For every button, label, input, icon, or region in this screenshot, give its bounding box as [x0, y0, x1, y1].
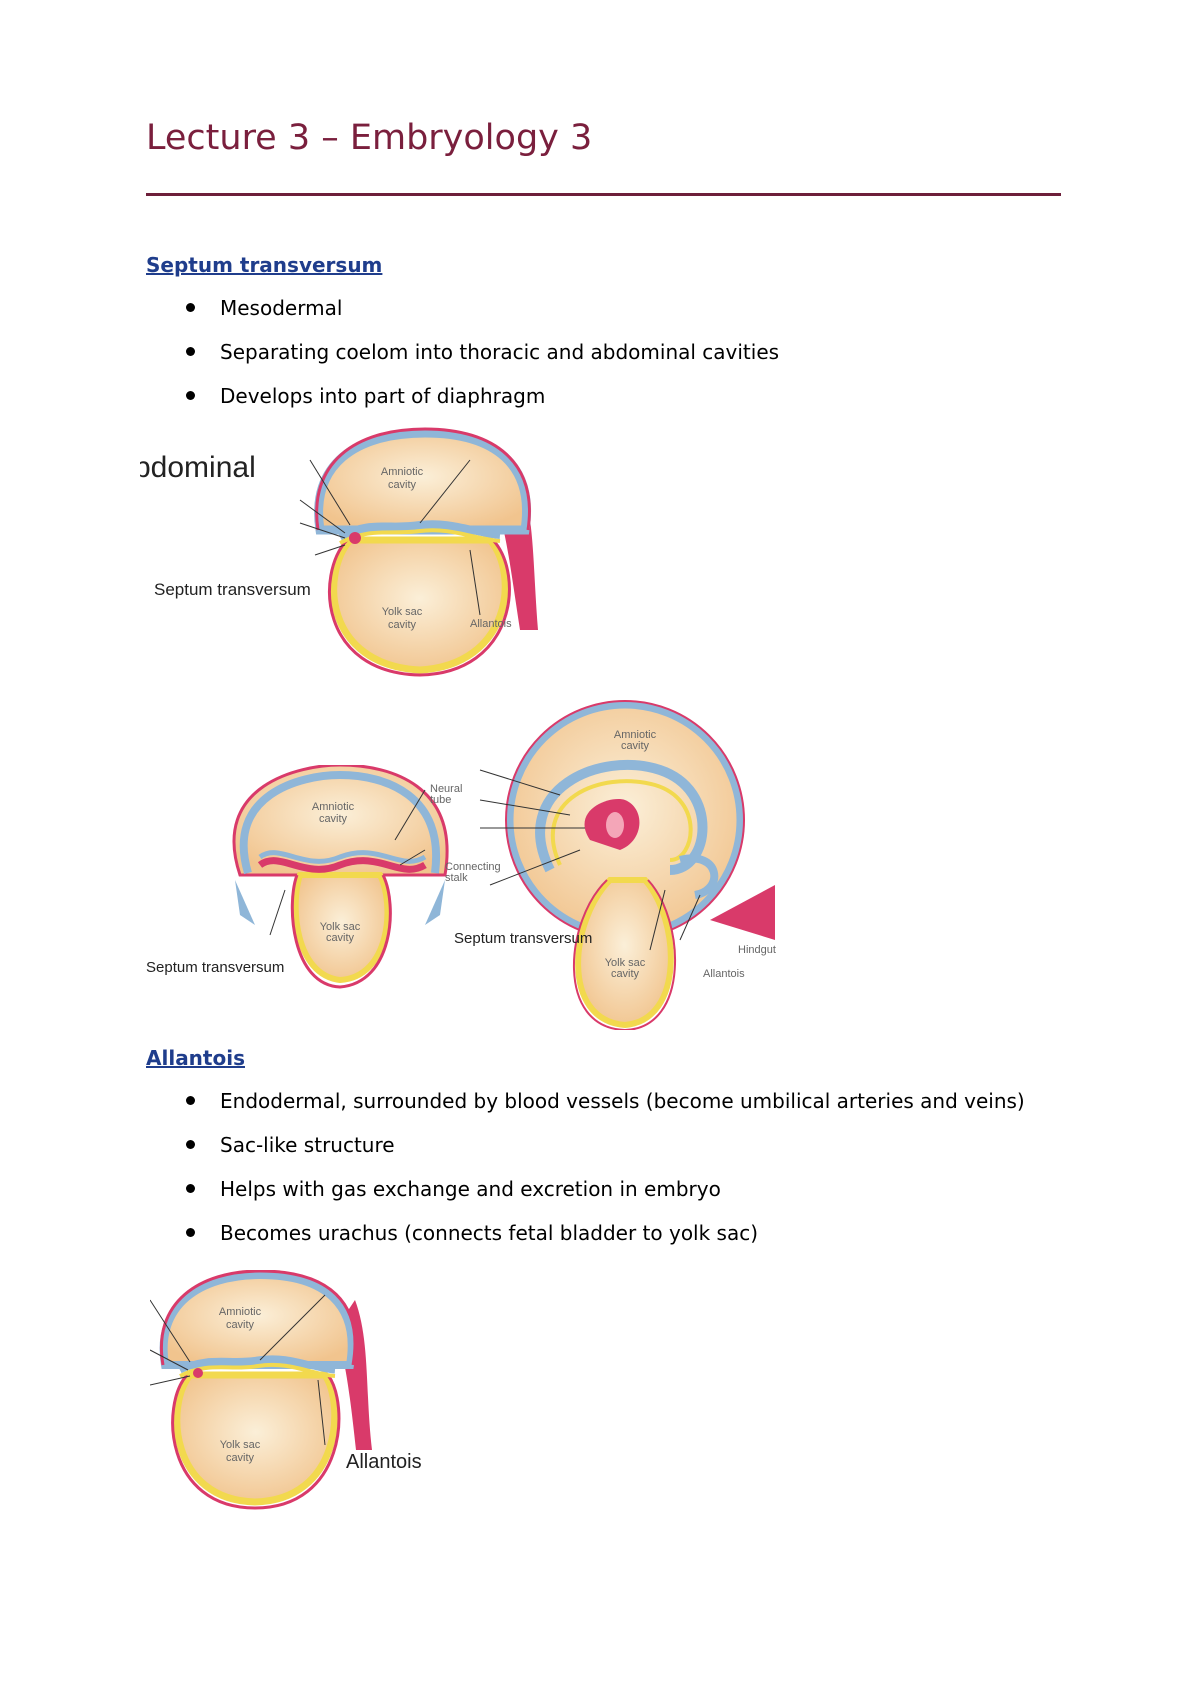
yolk-sac-label-line2: cavity: [326, 932, 355, 944]
allantois-label: Allantois: [346, 1451, 422, 1473]
bullet-icon: [186, 347, 195, 356]
amniotic-cavity-label: Amniotic: [381, 466, 424, 478]
allantois-label: Allantois: [703, 968, 745, 980]
yolk-sac: [292, 872, 391, 984]
connecting-stalk-label: Connecting: [445, 861, 501, 873]
amniotic-cavity-label: Amniotic: [312, 801, 355, 813]
list-item: Sac-like structure: [186, 1134, 1025, 1178]
page-title: Lecture 3 – Embryology 3: [146, 118, 593, 158]
bullet-icon: [186, 1184, 195, 1193]
bullet-icon: [186, 1140, 195, 1149]
arrow-icon: [425, 880, 445, 925]
arrow-icon: [235, 880, 255, 925]
section-heading-allantois: Allantois: [146, 1046, 245, 1070]
amniotic-cavity-label: Amniotic: [219, 1306, 262, 1318]
connecting-stalk-label-line2: stalk: [445, 872, 468, 884]
yolk-sac-label-line2: cavity: [226, 1452, 255, 1464]
yolk-sac-label: Yolk sac: [382, 606, 423, 618]
list-item: Becomes urachus (connects fetal bladder …: [186, 1222, 1025, 1266]
figure-folding-embryo: Amniotic cavity Neural tube Connecting s…: [146, 765, 501, 989]
yolk-sac: [173, 1371, 339, 1506]
amniotic-dome: [314, 428, 531, 535]
septum-transversum-label: Septum transversum: [146, 959, 284, 976]
figure-allantois: Amniotic cavity Yolk sac cavity Allantoi…: [150, 1270, 422, 1510]
figure-later-embryo: Amniotic cavity Septum transversum Hindg…: [454, 700, 776, 1030]
bullet-icon: [186, 391, 195, 400]
list-item: Separating coelom into thoracic and abdo…: [186, 341, 779, 385]
section-heading-septum: Septum transversum: [146, 253, 383, 277]
amniotic-cavity-label-line2: cavity: [319, 813, 348, 825]
allantois-label: Allantois: [470, 618, 512, 630]
list-item: Helps with gas exchange and excretion in…: [186, 1178, 1025, 1222]
amniotic-cavity-label: Amniotic: [614, 729, 657, 741]
septum-transversum-label: Septum transversum: [154, 580, 311, 599]
list-item: Develops into part of diaphragm: [186, 385, 779, 429]
neural-tube-label-line2: tube: [430, 794, 451, 806]
yolk-sac-label: Yolk sac: [220, 1439, 261, 1451]
yolk-sac: [575, 877, 674, 1029]
amniotic-dome: [159, 1270, 356, 1369]
bullet-icon: [186, 1228, 195, 1237]
title-divider: [146, 193, 1061, 196]
cut-label-bdominal: bdominal: [140, 451, 256, 484]
amniotic-dome: [232, 765, 449, 877]
septum-transversum-label: Septum transversum: [454, 930, 592, 947]
amniotic-cavity-label-line2: cavity: [226, 1319, 255, 1331]
allantois-bullet-list: Endodermal, surrounded by blood vessels …: [186, 1090, 1025, 1266]
figure-septum-transversum-early: bdominal Septum transversum Amniotic cav…: [140, 427, 538, 677]
yolk-sac-label: Yolk sac: [605, 957, 646, 969]
hindgut-label: Hindgut: [738, 944, 776, 956]
yolk-sac: [330, 536, 509, 674]
list-item: Mesodermal: [186, 297, 779, 341]
umbilical-vessels: [710, 885, 775, 940]
yolk-sac-label-line2: cavity: [611, 968, 640, 980]
yolk-sac-label: Yolk sac: [320, 921, 361, 933]
bullet-icon: [186, 1096, 195, 1105]
list-item: Endodermal, surrounded by blood vessels …: [186, 1090, 1025, 1134]
septum-bullet-list: Mesodermal Separating coelom into thorac…: [186, 297, 779, 429]
amniotic-cavity-label-line2: cavity: [388, 479, 417, 491]
amniotic-cavity-label-line2: cavity: [621, 740, 650, 752]
bullet-icon: [186, 303, 195, 312]
neural-tube-label: Neural: [430, 783, 462, 795]
yolk-sac-label-line2: cavity: [388, 619, 417, 631]
